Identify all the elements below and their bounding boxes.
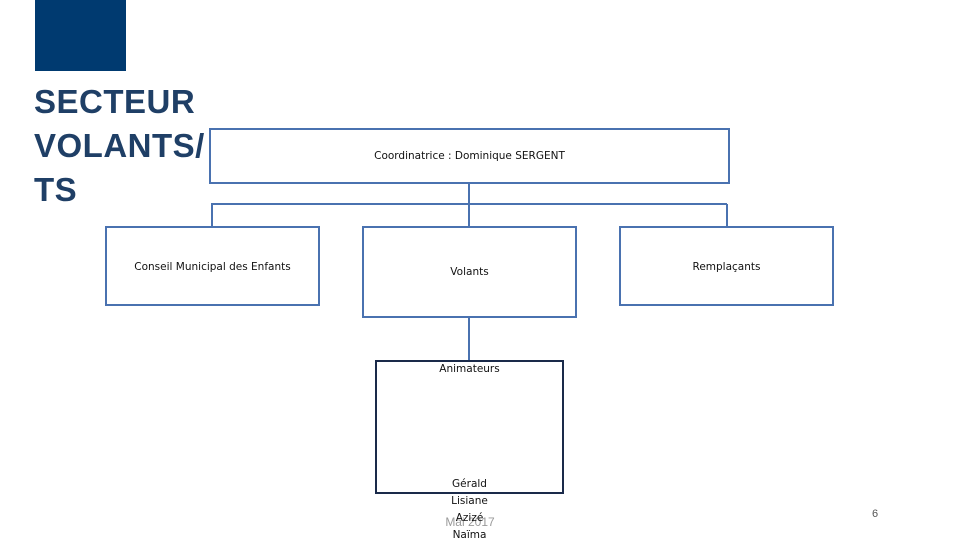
member-name: Naïma — [452, 529, 487, 541]
animateurs-label: Animateurs — [439, 363, 500, 375]
unit-box-volants: Volants — [362, 226, 577, 318]
member-name: Lisiane — [451, 495, 488, 507]
coordinator-box: Coordinatrice : Dominique SERGENT — [209, 128, 730, 184]
member-name: Gérald — [452, 478, 487, 490]
title-line-3: TS — [34, 171, 78, 208]
animateurs-box: Animateurs — [375, 360, 564, 494]
slide-title: SECTEUR VOLANTS/ TS — [34, 80, 205, 212]
footer-date: Mai 2017 — [445, 515, 495, 529]
coordinator-label: Coordinatrice : Dominique SERGENT — [374, 150, 565, 162]
member-name: Azizé — [455, 512, 484, 524]
unit-box-remplacants: Remplaçants — [619, 226, 834, 306]
page-number: 6 — [872, 508, 879, 520]
title-line-2: VOLANTS/ — [34, 127, 205, 164]
unit-box-conseil-municipal: Conseil Municipal des Enfants — [105, 226, 320, 306]
animateurs-member-list: Gérald Lisiane Azizé Naïma — [375, 476, 564, 544]
unit-label-remplacants: Remplaçants — [692, 261, 761, 273]
unit-label-volants: Volants — [450, 266, 489, 278]
title-line-1: SECTEUR — [34, 83, 196, 120]
accent-block — [35, 0, 126, 71]
unit-label-conseil-municipal: Conseil Municipal des Enfants — [134, 261, 291, 273]
